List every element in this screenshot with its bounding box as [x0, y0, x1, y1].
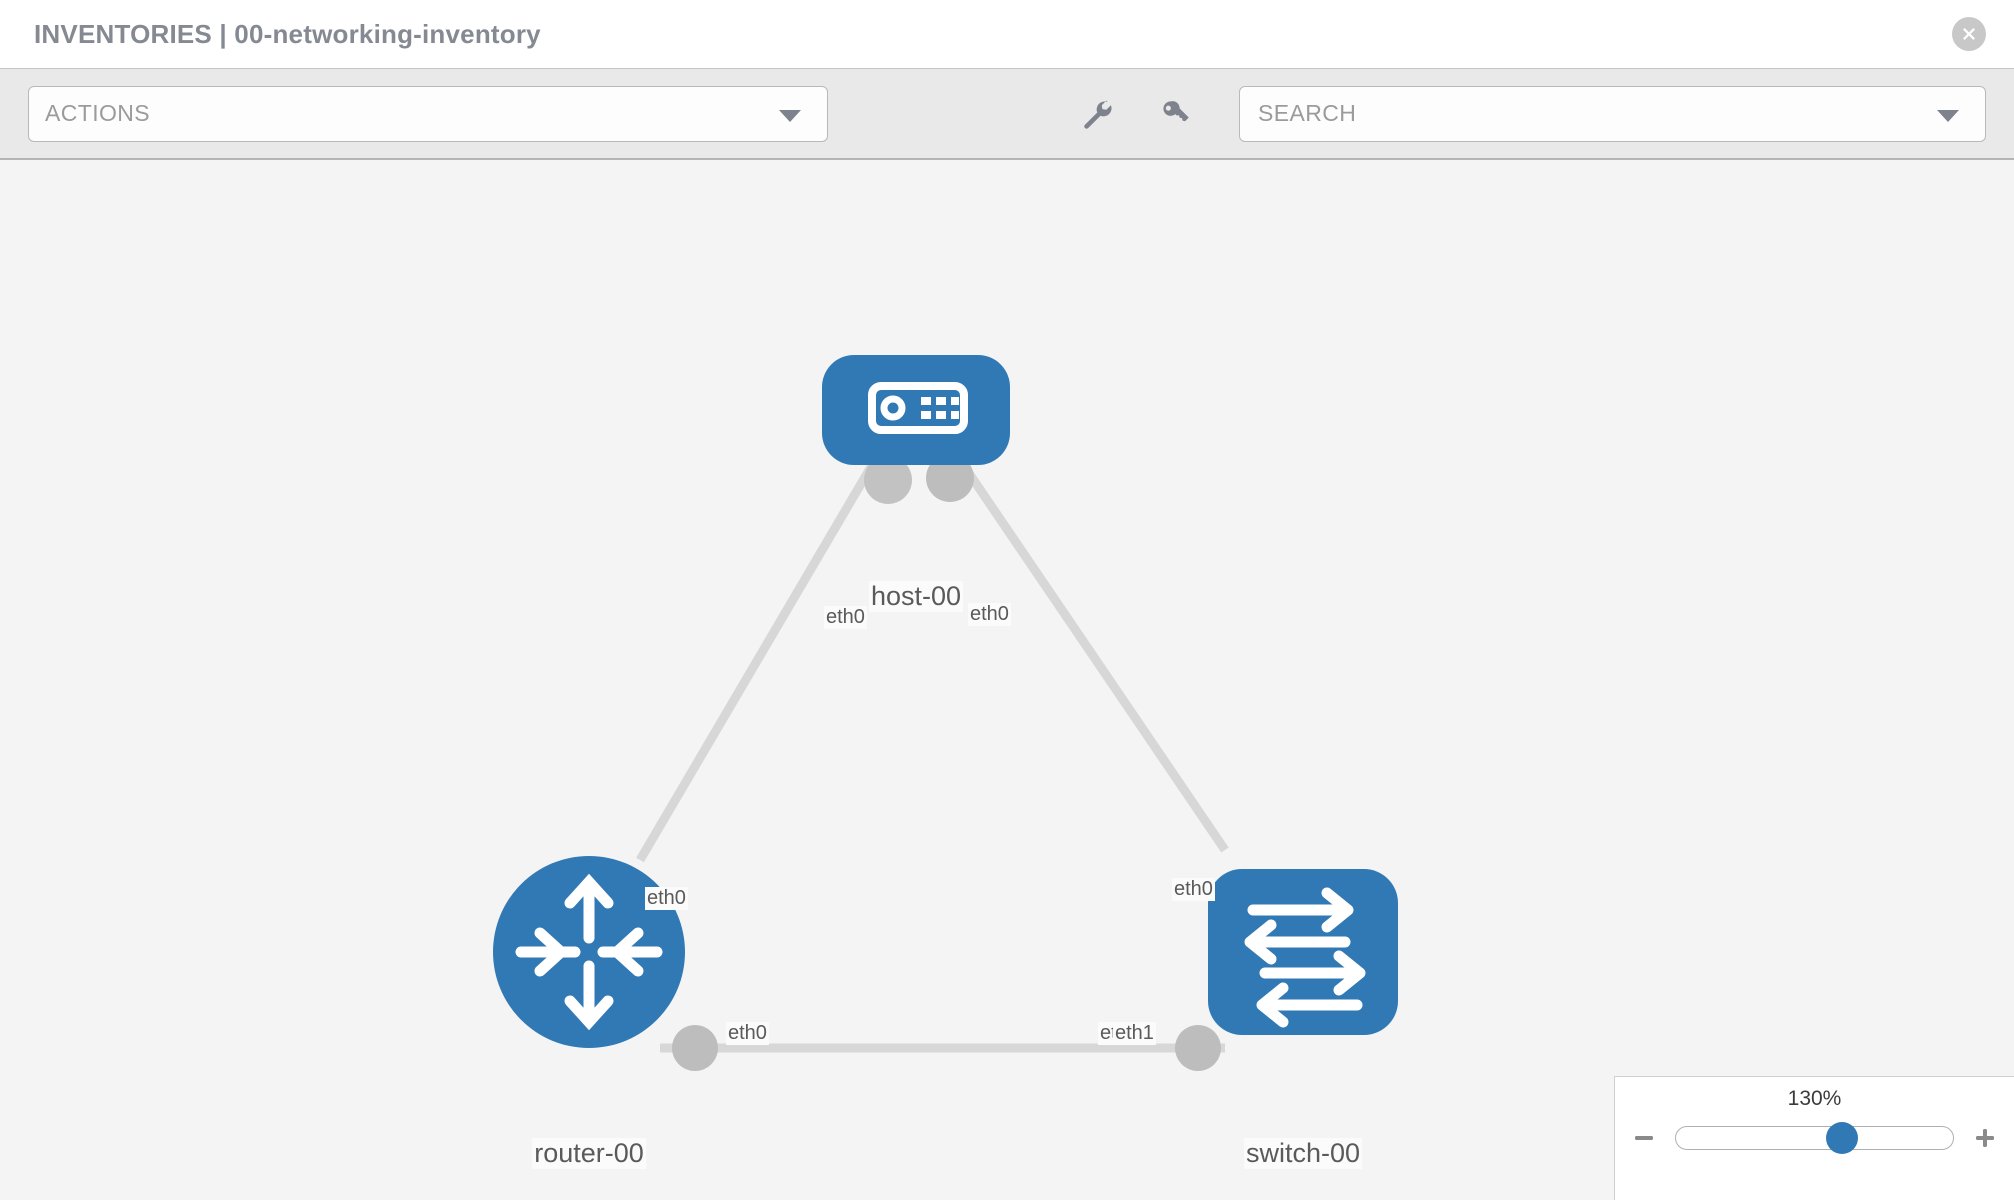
host-icon	[868, 382, 968, 434]
key-button[interactable]	[1153, 91, 1199, 137]
actions-dropdown[interactable]: ACTIONS	[28, 85, 828, 142]
node-router-00[interactable]	[493, 856, 685, 1048]
wrench-button[interactable]	[1073, 91, 1119, 137]
actions-dropdown-label: ACTIONS	[45, 100, 151, 126]
key-icon	[1159, 97, 1193, 131]
router-icon	[515, 873, 663, 1031]
connector-router-east[interactable]	[672, 1025, 718, 1071]
toolbar-icon-group	[1073, 91, 1199, 137]
zoom-control-panel: 130%	[1614, 1076, 2014, 1200]
zoom-slider-thumb[interactable]	[1826, 1122, 1859, 1154]
topology-graph	[493, 355, 1398, 1071]
node-host-00[interactable]	[822, 355, 1010, 465]
connector-host-right[interactable]	[926, 454, 974, 502]
zoom-out-button[interactable]	[1629, 1123, 1659, 1153]
close-button[interactable]	[1952, 17, 1986, 51]
link-layer	[636, 457, 1229, 1053]
minus-icon	[1632, 1126, 1656, 1150]
search-input[interactable]	[1256, 99, 1969, 128]
toolbar: ACTIONS	[0, 68, 2014, 160]
wrench-icon	[1079, 97, 1113, 131]
link-host-switch[interactable]	[956, 457, 1229, 853]
page-title: INVENTORIES | 00-networking-inventory	[34, 18, 541, 49]
zoom-in-button[interactable]	[1970, 1123, 2000, 1153]
link-host-router[interactable]	[636, 457, 879, 863]
chevron-down-icon	[779, 109, 801, 122]
connector-switch-west[interactable]	[1175, 1025, 1221, 1071]
search-field[interactable]	[1239, 85, 1986, 142]
zoom-percent-label: 130%	[1787, 1087, 1842, 1110]
close-icon	[1959, 24, 1979, 44]
connector-host-left[interactable]	[864, 456, 912, 504]
plus-icon	[1973, 1126, 1997, 1150]
switch-icon	[1244, 887, 1366, 1028]
search-chevron-down-icon[interactable]	[1937, 109, 1959, 122]
zoom-slider-track[interactable]	[1675, 1122, 1954, 1154]
topology-canvas[interactable]: host-00 router-00 switch-00 eth0 eth0 et…	[0, 160, 2014, 1200]
node-switch-00[interactable]	[1208, 869, 1398, 1035]
app-header: INVENTORIES | 00-networking-inventory	[0, 0, 2014, 68]
